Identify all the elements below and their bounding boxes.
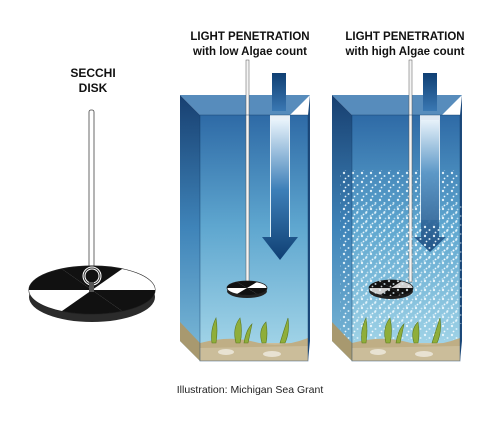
high-algae-title: LIGHT PENETRATION with high Algae count: [325, 30, 485, 60]
secchi-title-line1: SECCHI: [70, 66, 116, 80]
low-algae-title-line1: LIGHT PENETRATION: [190, 31, 310, 43]
high-tank-plants: [361, 317, 441, 344]
low-tank-plants: [211, 317, 289, 344]
low-light-arrow: [262, 120, 298, 260]
secchi-title-line2: DISK: [78, 81, 108, 95]
secchi-disk-title: SECCHI DISK: [58, 66, 128, 96]
secchi-rope: [88, 109, 95, 273]
illustration-credit: Illustration: Michigan Sea Grant: [176, 384, 324, 396]
secchi-disk: [28, 109, 156, 322]
low-algae-title-line2: with low Algae count: [193, 46, 307, 58]
high-algae-tank: [332, 59, 464, 362]
high-algae-title-line2: with high Algae count: [345, 46, 465, 58]
high-algae-title-line1: LIGHT PENETRATION: [345, 31, 465, 43]
low-algae-title: LIGHT PENETRATION with low Algae count: [170, 30, 330, 60]
low-algae-tank: [180, 59, 310, 362]
high-light-arrow: [414, 120, 446, 252]
